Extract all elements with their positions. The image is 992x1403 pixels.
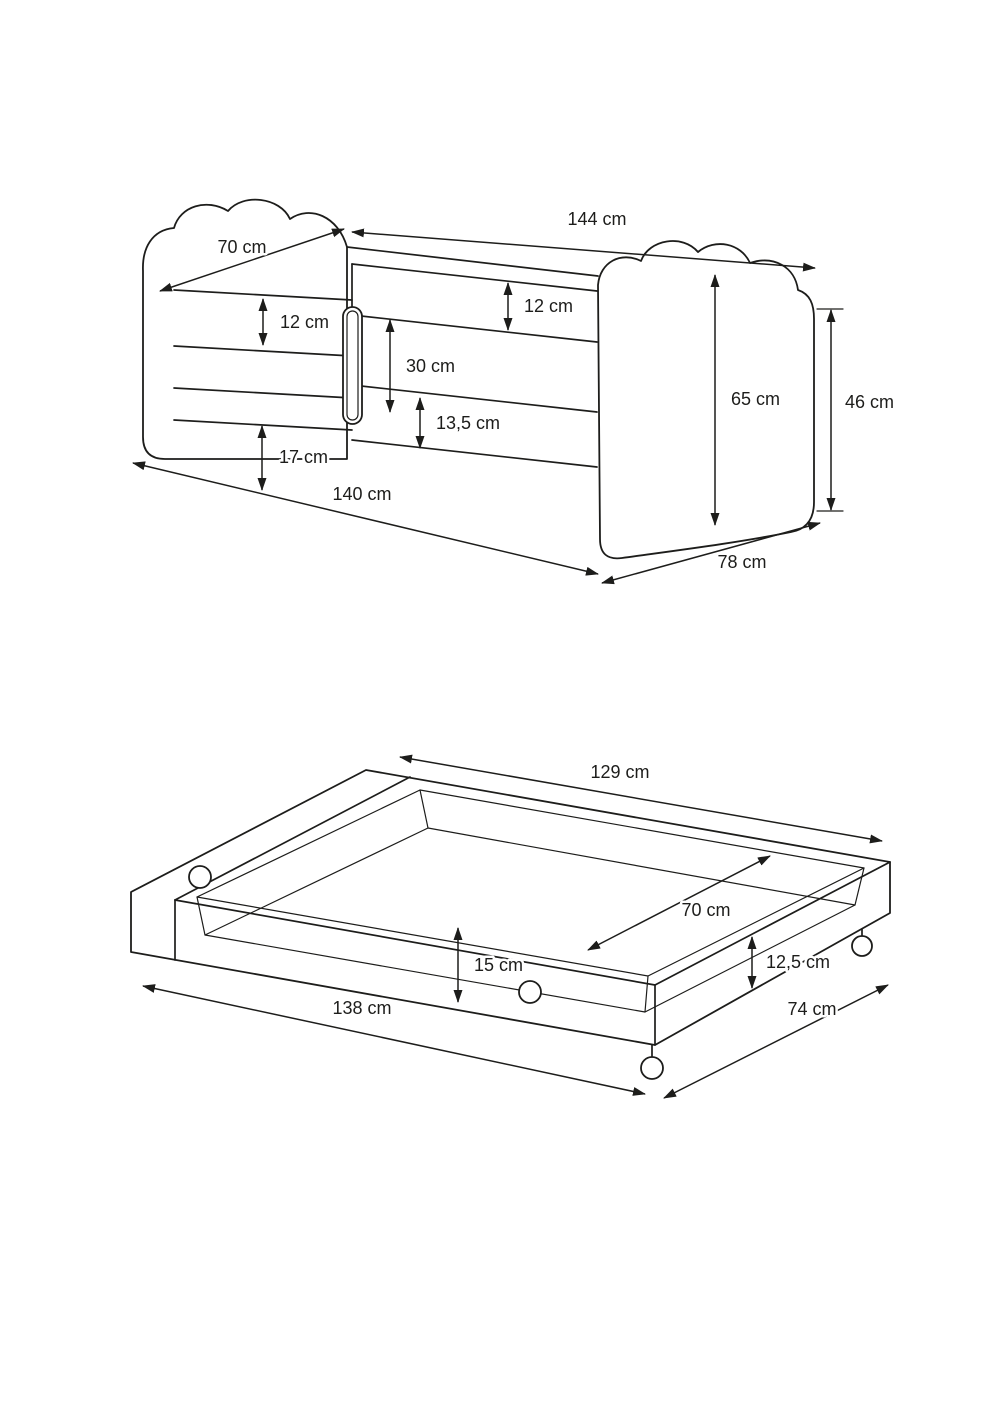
drawer-inner-corner-line (854, 867, 865, 906)
bed-side-rail-line (351, 314, 598, 343)
dim-arrow-footboard-width (601, 521, 821, 585)
drawer-inner-corner-line (196, 896, 206, 936)
dim-label-headboard-width: 70 cm (217, 237, 266, 257)
dim-arrow-drawer-bottom-width (663, 984, 889, 1099)
dim-label-base-length: 140 cm (332, 484, 391, 504)
dim-label-total-length: 144 cm (567, 209, 626, 229)
drawer-outline (130, 769, 891, 1046)
bed-side-rail-line (351, 439, 598, 468)
dim-arrow-total-length (351, 228, 816, 272)
dim-arrow-drawer-bottom-length (142, 984, 646, 1096)
dim-label-drawer-bottom-width: 74 cm (787, 999, 836, 1019)
dim-label-drawer-end-height: 12,5 cm (766, 952, 830, 972)
dim-label-upper-rail-left: 12 cm (280, 312, 329, 332)
drawer-opening-left-edge (174, 776, 411, 901)
caster-wheel (851, 935, 873, 957)
dim-label-upper-rail-right: 12 cm (524, 296, 573, 316)
bed-side-rail-line (173, 345, 353, 357)
drawer-diagram: 129 cm 70 cm 15 cm 12,5 cm 138 cm 74 cm (130, 754, 891, 1099)
dim-arrow-headboard-width (159, 228, 345, 292)
dim-label-barrier-height: 30 cm (406, 356, 455, 376)
dim-arrow-drawer-top-length (399, 754, 883, 844)
bed-side-rail-line (351, 263, 598, 292)
dim-label-footboard-side-height: 46 cm (845, 392, 894, 412)
drawer-handle-circle (188, 865, 212, 889)
drawer-front-top-edge (174, 899, 656, 986)
bed-footboard-panel (597, 240, 815, 560)
dim-label-drawer-top-length: 129 cm (590, 762, 649, 782)
dim-label-drawer-inner-width: 70 cm (681, 900, 730, 920)
dim-arrow-drawer-inner-width (587, 855, 771, 951)
bed-safety-barrier-inner (346, 310, 359, 421)
bed-side-rail-line (173, 387, 353, 399)
drawer-handle-circle (518, 980, 542, 1004)
dim-label-footboard-width: 78 cm (717, 552, 766, 572)
caster-wheel (640, 1056, 664, 1080)
bed-safety-barrier (342, 306, 363, 425)
drawer-right-end-top-edge (654, 861, 891, 986)
dim-label-clearance: 17 cm (279, 447, 328, 467)
dim-label-lower-rail: 13,5 cm (436, 413, 500, 433)
bed-diagram: 144 cm 70 cm 12 cm 12 cm 30 cm 13,5 cm 1… (132, 198, 897, 585)
bed-side-rail-line (173, 289, 353, 301)
dim-label-drawer-bottom-length: 138 cm (332, 998, 391, 1018)
dim-label-footboard-height: 65 cm (731, 389, 780, 409)
dim-label-drawer-side-height: 15 cm (474, 955, 523, 975)
bed-side-rail-line (351, 384, 598, 413)
bed-back-rail-line (346, 246, 599, 277)
dim-arrow-base-length (132, 461, 599, 576)
